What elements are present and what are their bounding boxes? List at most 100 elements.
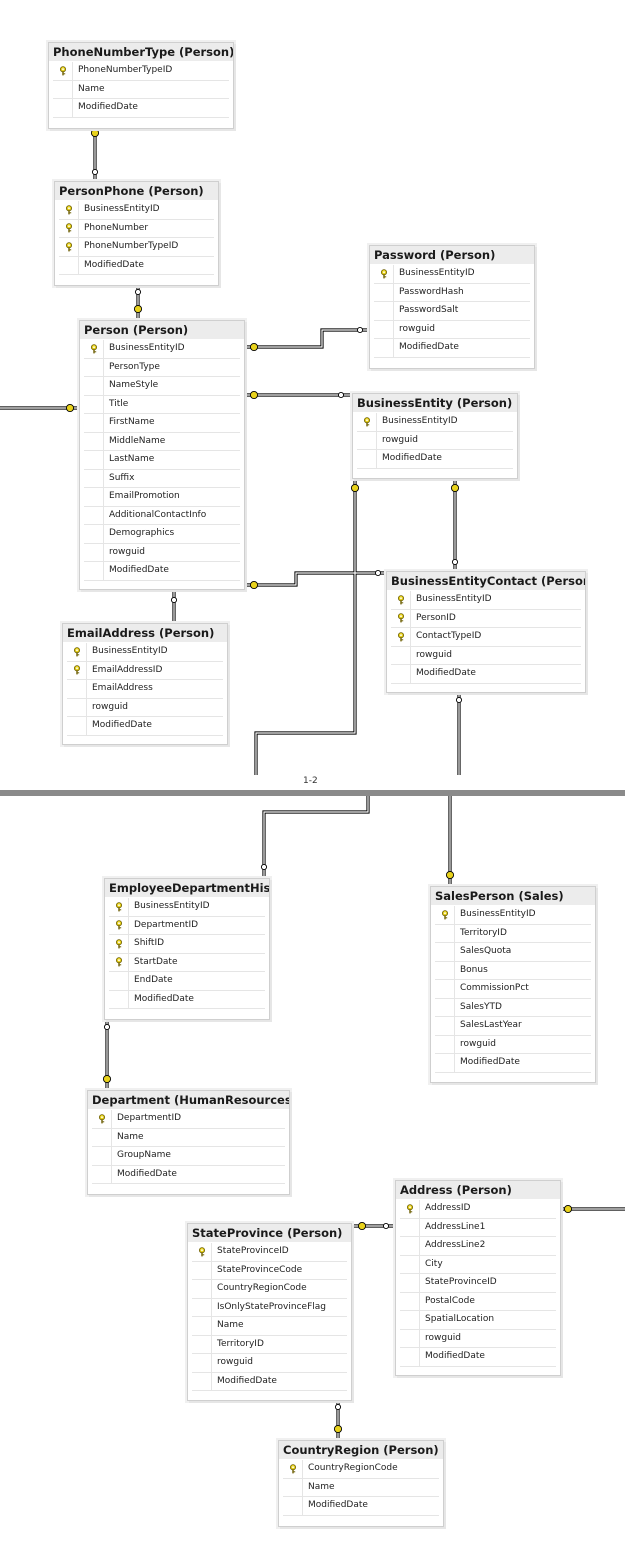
- column-row[interactable]: BusinessEntityID: [391, 591, 581, 610]
- column-row[interactable]: City: [400, 1255, 556, 1274]
- column-row[interactable]: PersonType: [84, 358, 240, 377]
- column-row[interactable]: BusinessEntityID: [435, 906, 591, 925]
- table-employeedepartmenthistory[interactable]: EmployeeDepartmentHistorBusinessEntityID…: [104, 878, 270, 1020]
- column-row[interactable]: CountryRegionCode: [283, 1460, 439, 1479]
- column-row[interactable]: MiddleName: [84, 432, 240, 451]
- primary-key-icon: [65, 204, 72, 215]
- column-row[interactable]: IsOnlyStateProvinceFlag: [192, 1298, 347, 1317]
- column-name: EmailAddress: [92, 683, 153, 693]
- column-row[interactable]: rowguid: [374, 320, 530, 339]
- column-row[interactable]: PhoneNumber: [59, 219, 214, 238]
- column-row[interactable]: Suffix: [84, 469, 240, 488]
- column-name: StateProvinceCode: [217, 1264, 303, 1275]
- column-row[interactable]: rowguid: [435, 1035, 591, 1054]
- column-row[interactable]: SalesQuota: [435, 943, 591, 962]
- column-row[interactable]: LastName: [84, 451, 240, 470]
- column-row[interactable]: EndDate: [109, 972, 265, 991]
- column-row[interactable]: PostalCode: [400, 1292, 556, 1311]
- column-row[interactable]: ModifiedDate: [109, 990, 265, 1009]
- column-row[interactable]: BusinessEntityID: [374, 265, 530, 284]
- column-row[interactable]: SalesLastYear: [435, 1017, 591, 1036]
- column-row[interactable]: TerritoryID: [192, 1335, 347, 1354]
- column-row[interactable]: rowguid: [400, 1329, 556, 1348]
- column-row[interactable]: ModifiedDate: [53, 99, 229, 118]
- column-row[interactable]: BusinessEntityID: [84, 340, 240, 359]
- column-row[interactable]: Name: [283, 1478, 439, 1497]
- column-row[interactable]: ContactTypeID: [391, 628, 581, 647]
- column-row[interactable]: AddressID: [400, 1200, 556, 1219]
- column-row[interactable]: StartDate: [109, 953, 265, 972]
- column-row[interactable]: StateProvinceID: [400, 1274, 556, 1293]
- column-row[interactable]: rowguid: [357, 431, 513, 450]
- column-row[interactable]: ModifiedDate: [391, 665, 581, 684]
- column-row[interactable]: StateProvinceID: [192, 1243, 347, 1262]
- column-row[interactable]: rowguid: [391, 646, 581, 665]
- column-row[interactable]: Title: [84, 395, 240, 414]
- table-businessentitycontact[interactable]: BusinessEntityContact (Person)BusinessEn…: [386, 571, 586, 693]
- column-row[interactable]: TerritoryID: [435, 924, 591, 943]
- primary-key-icon: [73, 646, 80, 657]
- column-row[interactable]: AddressLine2: [400, 1237, 556, 1256]
- column-row[interactable]: BusinessEntityID: [357, 413, 513, 432]
- column-row[interactable]: DepartmentID: [92, 1110, 285, 1129]
- column-row[interactable]: PasswordHash: [374, 283, 530, 302]
- many-end-infinity-marker: [170, 596, 178, 604]
- column-row[interactable]: ModifiedDate: [92, 1165, 285, 1184]
- column-row[interactable]: Name: [192, 1317, 347, 1336]
- column-row[interactable]: rowguid: [84, 543, 240, 562]
- column-row[interactable]: FirstName: [84, 414, 240, 433]
- column-row[interactable]: ModifiedDate: [283, 1497, 439, 1516]
- column-row[interactable]: BusinessEntityID: [109, 898, 265, 917]
- column-row[interactable]: rowguid: [192, 1354, 347, 1373]
- column-row[interactable]: PasswordSalt: [374, 302, 530, 321]
- column-gutter: [357, 450, 377, 468]
- column-row[interactable]: Demographics: [84, 525, 240, 544]
- column-row[interactable]: PersonID: [391, 609, 581, 628]
- column-row[interactable]: NameStyle: [84, 377, 240, 396]
- column-row[interactable]: EmailAddress: [67, 680, 223, 699]
- column-row[interactable]: ModifiedDate: [192, 1372, 347, 1391]
- table-phonenumbertype[interactable]: PhoneNumberType (Person)PhoneNumberTypeI…: [48, 42, 234, 129]
- column-row[interactable]: SalesYTD: [435, 998, 591, 1017]
- column-row[interactable]: Name: [92, 1128, 285, 1147]
- column-row[interactable]: BusinessEntityID: [67, 643, 223, 662]
- column-row[interactable]: ModifiedDate: [59, 256, 214, 275]
- column-row[interactable]: ModifiedDate: [435, 1054, 591, 1073]
- column-row[interactable]: EmailAddressID: [67, 661, 223, 680]
- column-gutter: [192, 1298, 212, 1316]
- one-end-key-marker: [90, 128, 100, 138]
- column-row[interactable]: ModifiedDate: [67, 717, 223, 736]
- column-gutter: [109, 990, 129, 1008]
- column-row[interactable]: GroupName: [92, 1147, 285, 1166]
- column-row[interactable]: rowguid: [67, 698, 223, 717]
- column-row[interactable]: SpatialLocation: [400, 1311, 556, 1330]
- column-row[interactable]: ModifiedDate: [357, 450, 513, 469]
- column-row[interactable]: ModifiedDate: [400, 1348, 556, 1367]
- column-row[interactable]: CountryRegionCode: [192, 1280, 347, 1299]
- column-row[interactable]: PhoneNumberTypeID: [59, 238, 214, 257]
- column-row[interactable]: EmailPromotion: [84, 488, 240, 507]
- column-row[interactable]: BusinessEntityID: [59, 201, 214, 220]
- column-row[interactable]: Bonus: [435, 961, 591, 980]
- column-row[interactable]: AdditionalContactInfo: [84, 506, 240, 525]
- column-name: ModifiedDate: [109, 565, 169, 575]
- column-row[interactable]: ModifiedDate: [84, 562, 240, 581]
- column-row[interactable]: ShiftID: [109, 935, 265, 954]
- column-row[interactable]: PhoneNumberTypeID: [53, 62, 229, 81]
- column-row[interactable]: ModifiedDate: [374, 339, 530, 358]
- column-row[interactable]: StateProvinceCode: [192, 1261, 347, 1280]
- column-row[interactable]: CommissionPct: [435, 980, 591, 999]
- column-row[interactable]: Name: [53, 80, 229, 99]
- column-row[interactable]: DepartmentID: [109, 916, 265, 935]
- column-row[interactable]: AddressLine1: [400, 1218, 556, 1237]
